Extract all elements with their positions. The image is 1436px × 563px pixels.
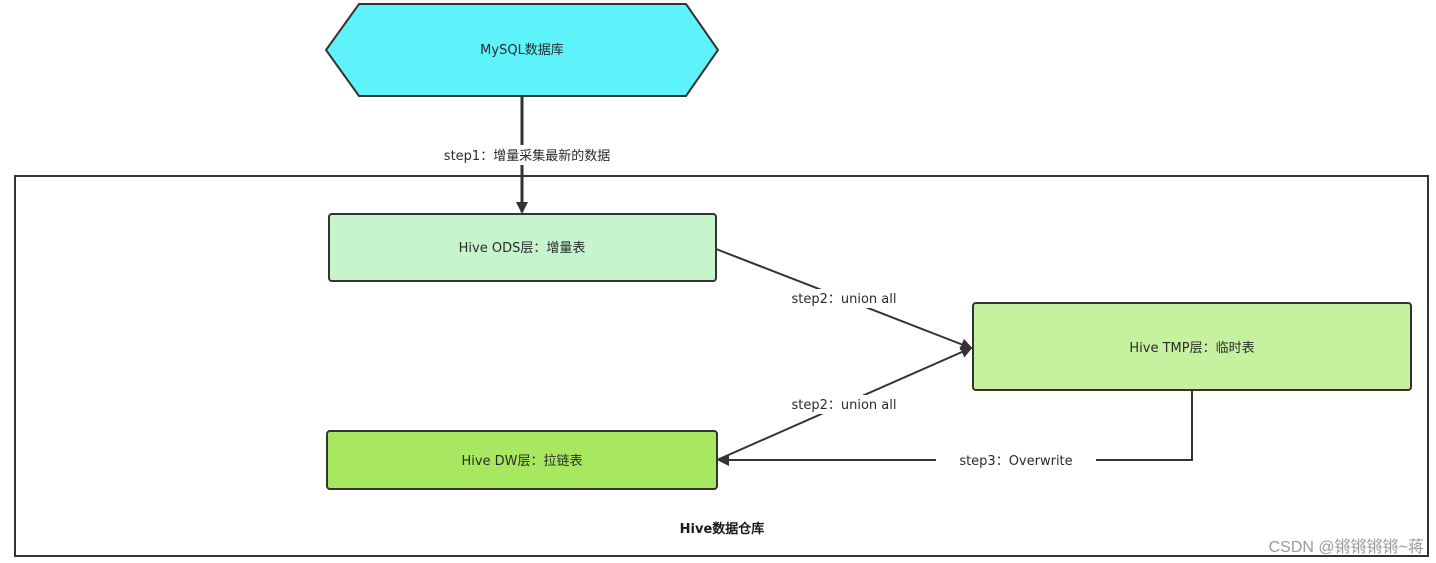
tmp-label: Hive TMP层：临时表: [1129, 341, 1254, 356]
step2-dw-label-bg: [768, 395, 920, 414]
csdn-watermark: CSDN @锵锵锵锵~蒋: [1268, 539, 1424, 556]
ods-label: Hive ODS层：增量表: [459, 241, 586, 256]
step2-ods-label: step2：union all: [792, 292, 897, 307]
dw-label: Hive DW层：拉链表: [461, 454, 582, 469]
step3-edge: [717, 390, 1193, 466]
step2-dw-label: step2：union all: [792, 398, 897, 413]
step1-label: step1：增量采集最新的数据: [444, 148, 610, 164]
mysql-node[interactable]: [324, 3, 720, 97]
step3-label-bg: [936, 451, 1096, 470]
step3-label: step3：Overwrite: [959, 454, 1072, 469]
ods-node[interactable]: [328, 213, 717, 282]
step1-label-bg: [398, 145, 656, 165]
step2-ods-label-bg: [768, 289, 920, 308]
warehouse-title: Hive数据仓库: [680, 521, 765, 537]
mysql-label: MySQL数据库: [480, 42, 564, 58]
